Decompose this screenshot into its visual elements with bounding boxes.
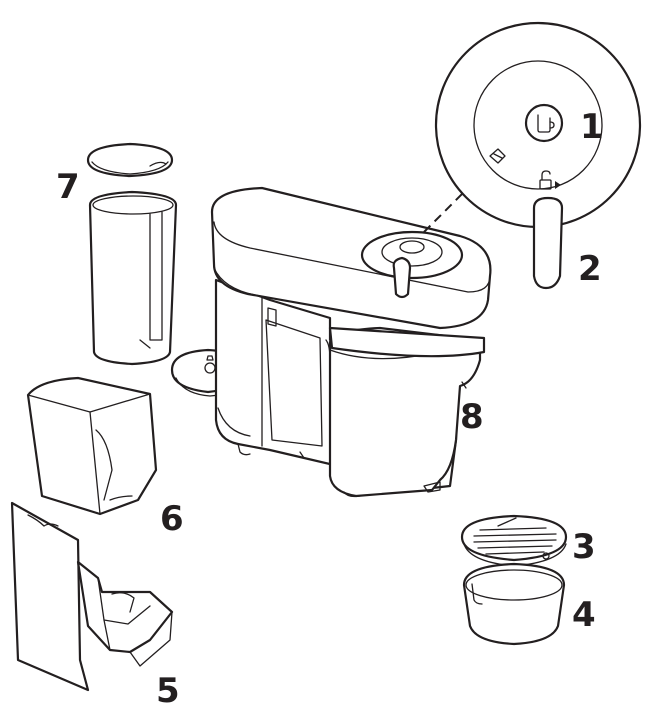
callout-1: 1 (580, 107, 604, 147)
callout-5: 5 (156, 671, 180, 706)
callout-3: 3 (572, 527, 596, 567)
water-tank (88, 190, 178, 366)
callout-4: 4 (572, 595, 596, 635)
water-tank-lid (86, 142, 174, 178)
callout-7: 7 (56, 167, 80, 207)
unlock-icon (539, 170, 561, 190)
drip-grid (460, 514, 568, 567)
callout-2: 2 (578, 249, 602, 289)
callout-6: 6 (160, 499, 184, 539)
zoom-leader-line (423, 191, 465, 233)
capsule-container-support (10, 501, 174, 692)
capsule-container (26, 376, 158, 516)
machine-body (170, 186, 492, 498)
callout-8: 8 (460, 397, 484, 437)
drip-tray (462, 562, 566, 646)
capsule-icon (489, 148, 506, 164)
cup-icon (537, 114, 555, 133)
